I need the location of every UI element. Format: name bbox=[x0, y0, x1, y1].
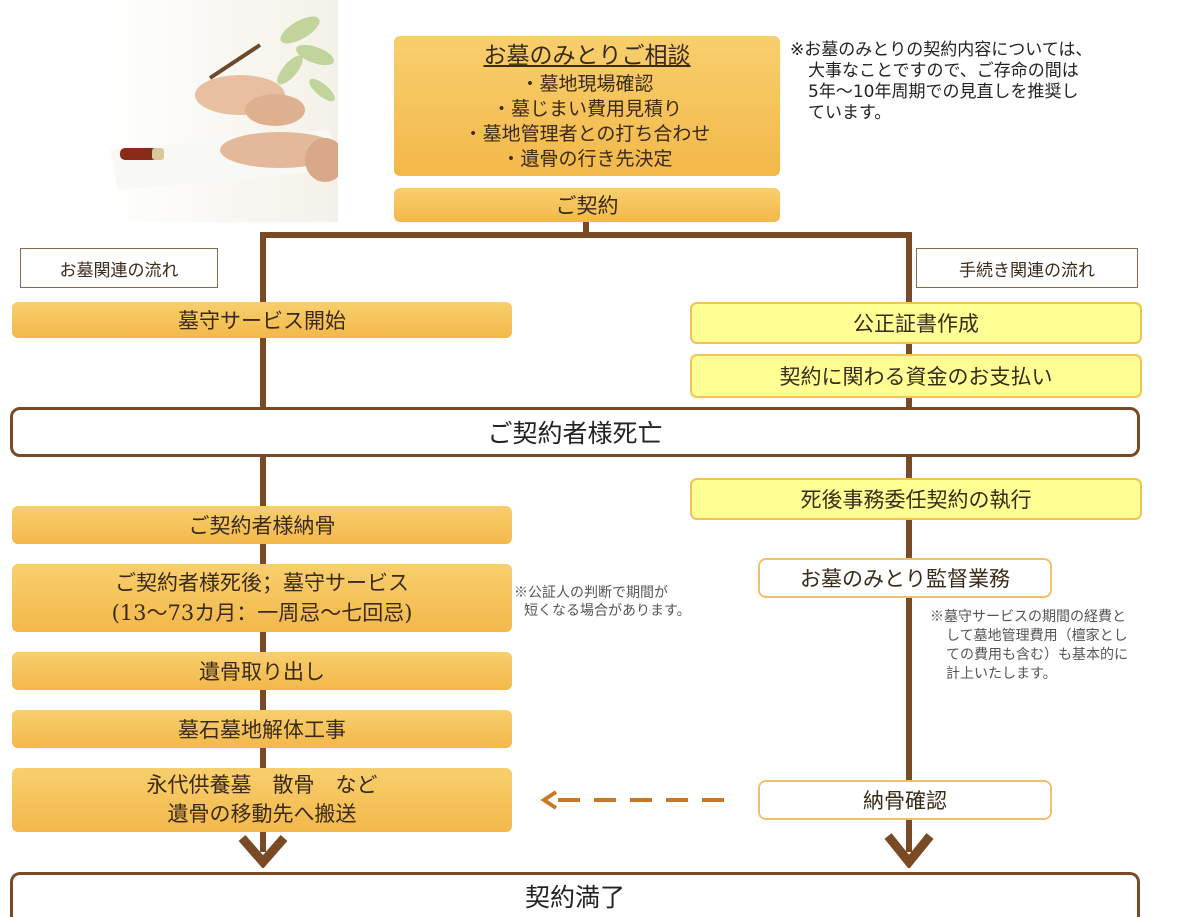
connector-line bbox=[906, 232, 912, 852]
left-flow-label: お墓関連の流れ bbox=[20, 248, 218, 288]
step-notary-deed: 公正証書作成 bbox=[690, 302, 1142, 344]
consultation-title: お墓のみとりご相談 bbox=[483, 43, 691, 69]
contract-completion-bar: 契約満了 bbox=[10, 872, 1140, 917]
contract-label: ご契約 bbox=[555, 194, 619, 218]
step-service-after-death: ご契約者様死後；墓守サービス (13〜73カ月：一周忌〜七回忌) bbox=[12, 564, 512, 632]
consultation-item: ・墓じまい費用見積り bbox=[491, 98, 682, 120]
step-demolition: 墓石墓地解体工事 bbox=[12, 710, 512, 748]
consultation-item: ・墓地現場確認 bbox=[520, 73, 654, 95]
contract-box: ご契約 bbox=[394, 188, 780, 222]
step-transport: 永代供養墓 散骨 など 遺骨の移動先へ搬送 bbox=[12, 768, 512, 832]
down-arrow-right bbox=[884, 828, 934, 870]
connector-line bbox=[583, 222, 589, 236]
step-service-start: 墓守サービス開始 bbox=[12, 302, 512, 338]
connector-line bbox=[260, 232, 912, 238]
step-payment: 契約に関わる資金のお支払い bbox=[690, 354, 1142, 398]
step-burial: ご契約者様納骨 bbox=[12, 506, 512, 544]
contractor-death-bar: ご契約者様死亡 bbox=[10, 407, 1140, 457]
down-arrow-left bbox=[238, 832, 288, 869]
step-burial-confirmation: 納骨確認 bbox=[758, 780, 1052, 820]
consultation-note: ※お墓のみとりの契約内容については、 大事なことですので、ご存命の間は 5年〜1… bbox=[790, 40, 1093, 123]
right-flow-label: 手続き関連の流れ bbox=[916, 248, 1138, 288]
cost-note: ※墓守サービスの期間の経費と して墓地管理費用（檀家とし ての費用も含む）も基本… bbox=[930, 609, 1128, 682]
consultation-item: ・遺骨の行き先決定 bbox=[501, 148, 673, 170]
step-execution: 死後事務委任契約の執行 bbox=[690, 478, 1142, 520]
notary-note: ※公証人の判断で期間が 短くなる場合があります。 bbox=[514, 585, 691, 619]
consultation-photo bbox=[100, 0, 345, 222]
step-supervision: お墓のみとり監督業務 bbox=[758, 558, 1052, 598]
step-remains-removal: 遺骨取り出し bbox=[12, 652, 512, 690]
consultation-box: お墓のみとりご相談 ・墓地現場確認 ・墓じまい費用見積り ・墓地管理者との打ち合… bbox=[394, 36, 780, 176]
dashed-arrow bbox=[540, 790, 740, 810]
consultation-item: ・墓地管理者との打ち合わせ bbox=[463, 123, 711, 145]
